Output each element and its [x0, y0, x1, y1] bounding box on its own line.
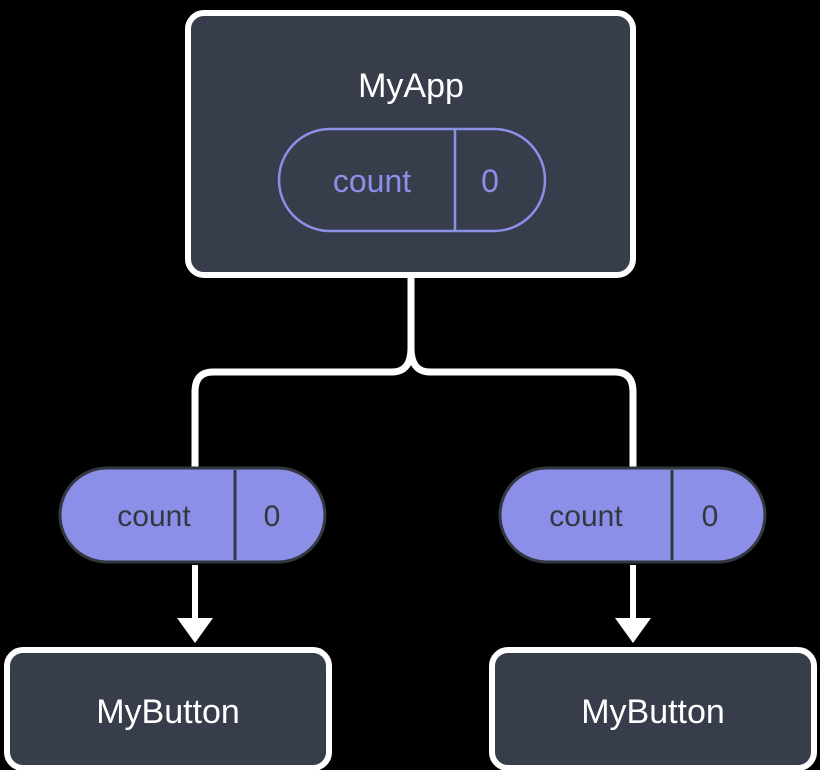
- arrow-left: [177, 565, 213, 643]
- myapp-box[interactable]: [185, 10, 636, 278]
- myapp-state-value: 0: [481, 163, 499, 199]
- mybutton-right-label: MyButton: [581, 693, 725, 731]
- myapp-state-key: count: [333, 163, 411, 199]
- prop-pill-right-key: count: [549, 500, 623, 533]
- node-mybutton-left[interactable]: MyButton: [4, 647, 332, 770]
- prop-pill-left-key: count: [117, 500, 191, 533]
- prop-pill-right-value: 0: [702, 500, 719, 533]
- arrow-left-head: [177, 618, 213, 643]
- mybutton-left-label: MyButton: [96, 693, 240, 731]
- node-myapp[interactable]: MyApp count 0: [185, 10, 636, 278]
- connector-branch-right: [407, 347, 637, 520]
- connector-branch-left: [191, 347, 415, 520]
- arrow-right: [615, 565, 651, 643]
- arrow-right-head: [615, 618, 651, 643]
- myapp-state-pill-shape[interactable]: [277, 127, 547, 233]
- prop-pill-left-shape[interactable]: [58, 466, 327, 564]
- prop-pill-right[interactable]: count 0: [498, 466, 767, 564]
- mybutton-left-box[interactable]: [4, 647, 332, 770]
- prop-pill-right-shape[interactable]: [498, 466, 767, 564]
- myapp-label: MyApp: [358, 67, 464, 105]
- prop-pill-left-value: 0: [264, 500, 281, 533]
- node-mybutton-right[interactable]: MyButton: [489, 647, 817, 770]
- myapp-state-pill[interactable]: count 0: [277, 127, 547, 233]
- prop-pill-left[interactable]: count 0: [58, 466, 327, 564]
- mybutton-right-box[interactable]: [489, 647, 817, 770]
